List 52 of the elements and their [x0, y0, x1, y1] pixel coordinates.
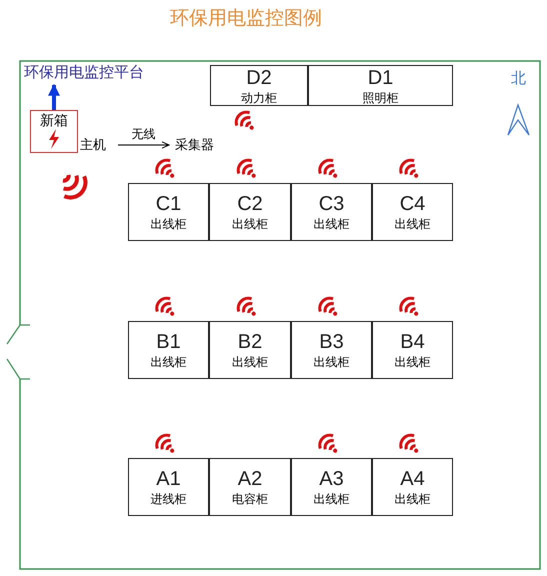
cabinet-box	[209, 458, 291, 516]
cabinet-box	[128, 321, 209, 379]
cabinet-box	[209, 321, 291, 379]
device-label: 采集器	[175, 136, 225, 154]
cabinet-code: B2	[238, 330, 262, 354]
diagram-title: 环保用电监控图例	[170, 7, 322, 31]
cabinet-type: 电容柜	[232, 491, 268, 507]
cabinet-type: 出线柜	[314, 354, 350, 370]
north-label: 北	[511, 69, 526, 89]
cabinet-code: B1	[156, 330, 181, 354]
cabinet-box	[291, 458, 372, 516]
edge-label: 无线	[132, 128, 156, 140]
cabinet-box	[308, 65, 453, 106]
cabinet-type: 动力柜	[241, 90, 277, 106]
cabinet-type: 出线柜	[394, 491, 430, 507]
cabinet-code: B4	[400, 330, 425, 354]
platform-label: 环保用电监控平台	[24, 63, 170, 83]
cabinet-type: 出线柜	[394, 216, 430, 232]
cabinet-code: C3	[318, 192, 344, 216]
cabinet-type: 出线柜	[150, 216, 186, 232]
cabinet-code: C4	[400, 192, 426, 216]
cabinet-box	[128, 183, 209, 241]
cabinet-type: 照明柜	[362, 90, 398, 106]
cabinet-type: 出线柜	[232, 354, 268, 370]
device-name: 新箱	[40, 111, 68, 129]
cabinet-code: A3	[319, 467, 344, 491]
cabinet-code: B3	[319, 330, 344, 354]
cabinet-type: 出线柜	[314, 491, 350, 507]
arrow	[118, 141, 170, 149]
cabinet-box	[372, 321, 453, 379]
cabinet-code: C1	[156, 192, 182, 216]
arrow	[48, 84, 60, 110]
cabinet-code: A1	[156, 467, 181, 491]
device-label: 主机	[80, 136, 114, 154]
cabinet-box	[291, 183, 372, 241]
cabinet-code: C2	[237, 192, 263, 216]
cabinet-box	[372, 458, 453, 516]
cabinet-code: D1	[368, 66, 394, 90]
cabinet-box	[128, 458, 209, 516]
cabinet-type: 出线柜	[314, 216, 350, 232]
cabinet-box	[372, 183, 453, 241]
cabinet-type: 出线柜	[150, 354, 186, 370]
device-box	[30, 110, 78, 153]
cabinet-type: 出线柜	[394, 354, 430, 370]
cabinet-type: 进线柜	[150, 491, 186, 507]
cabinet-box	[291, 321, 372, 379]
cabinet-type: 出线柜	[232, 216, 268, 232]
cabinet-code: A4	[400, 467, 425, 491]
cabinet-box	[210, 65, 308, 106]
cabinet-code: A2	[238, 467, 262, 491]
cabinet-box	[209, 183, 291, 241]
cabinet-code: D2	[246, 66, 272, 90]
